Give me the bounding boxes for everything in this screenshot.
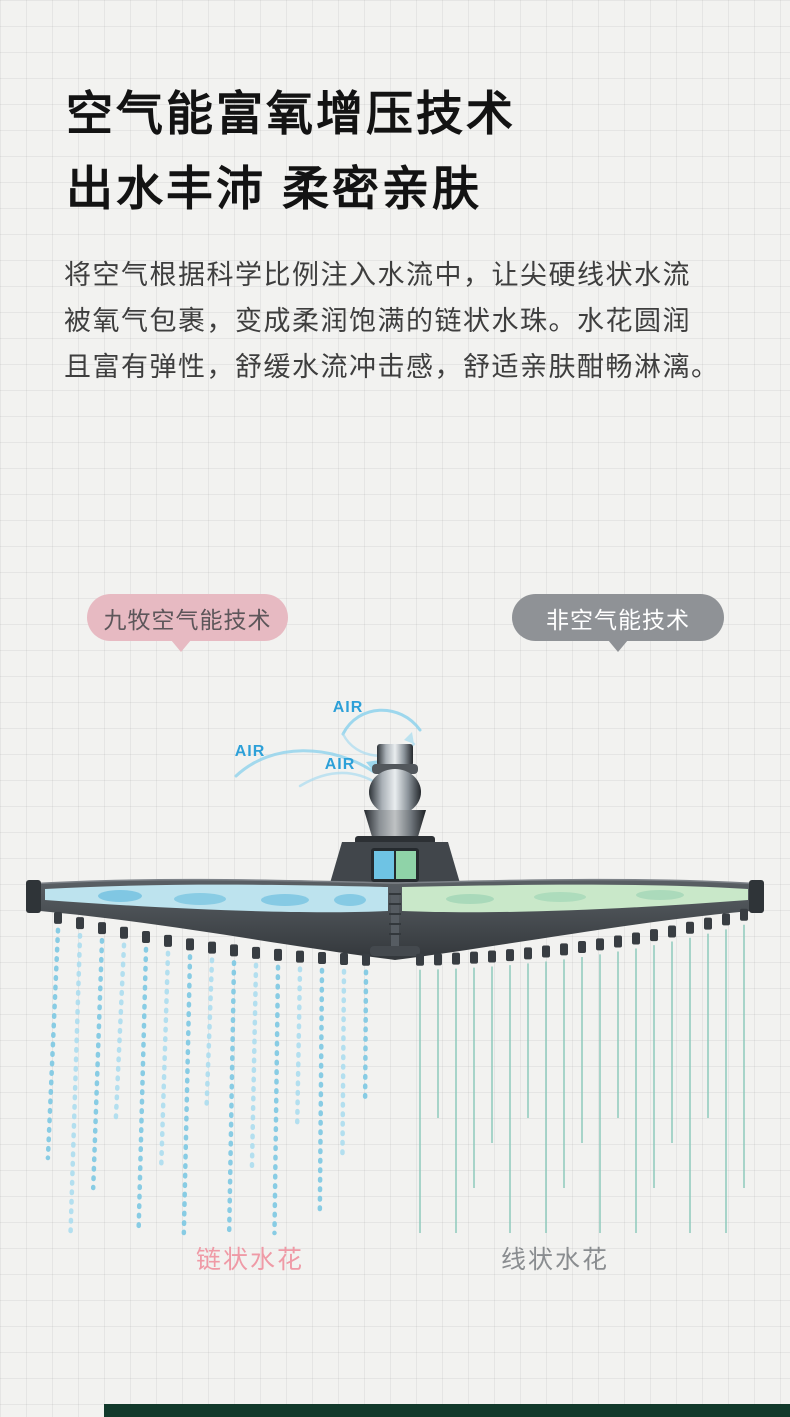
callout-left-label: 九牧空气能技术 xyxy=(103,606,272,633)
shower-arm-connector xyxy=(364,744,426,840)
right-spray-label: 线状水花 xyxy=(500,1246,609,1274)
footer-accent-bar xyxy=(104,1404,790,1417)
page-title-line2: 出水丰沛 柔密亲肤 xyxy=(66,162,483,215)
description-line1: 将空气根据科学比例注入水流中，让尖硬线状水流 xyxy=(64,260,691,290)
air-swirl-arrows xyxy=(234,708,422,788)
valve-green-side xyxy=(396,851,416,879)
callout-left-tail xyxy=(171,640,191,652)
description-line2: 被氧气包裹，变成柔润饱满的链状水珠。水花圆润 xyxy=(64,306,691,336)
description-paragraph: 将空气根据科学比例注入水流中，让尖硬线状水流 被氧气包裹，变成柔润饱满的链状水珠… xyxy=(64,252,720,390)
valve-blue-side xyxy=(374,851,394,879)
left-spray-label: 链状水花 xyxy=(195,1246,304,1274)
callout-non-air-tech: 非空气能技术 xyxy=(512,594,724,652)
air-label-center: AIR xyxy=(325,756,356,773)
page-title-line1: 空气能富氧增压技术 xyxy=(66,87,516,140)
callout-right-label: 非空气能技术 xyxy=(546,606,690,633)
callout-right-tail xyxy=(608,640,628,652)
left-wing-tip-cap xyxy=(26,880,41,913)
page-title: 空气能富氧增压技术 出水丰沛 柔密亲肤 xyxy=(66,76,516,226)
center-valve-and-screw xyxy=(370,848,420,956)
right-line-stream-spray xyxy=(419,924,745,1233)
air-label-left: AIR xyxy=(235,743,266,760)
left-chain-droplet-spray xyxy=(45,927,369,1236)
right-wing-tip-cap xyxy=(749,880,764,913)
showerhead-cross-section-illustration: AIR AIR AIR xyxy=(26,699,764,1236)
description-line3: 且富有弹性，舒缓水流冲击感，舒适亲肤酣畅淋漓。 xyxy=(64,352,720,382)
nozzle-row xyxy=(54,908,748,966)
air-label-top: AIR xyxy=(333,699,364,716)
callout-jomoo-air-tech: 九牧空气能技术 xyxy=(87,594,288,652)
